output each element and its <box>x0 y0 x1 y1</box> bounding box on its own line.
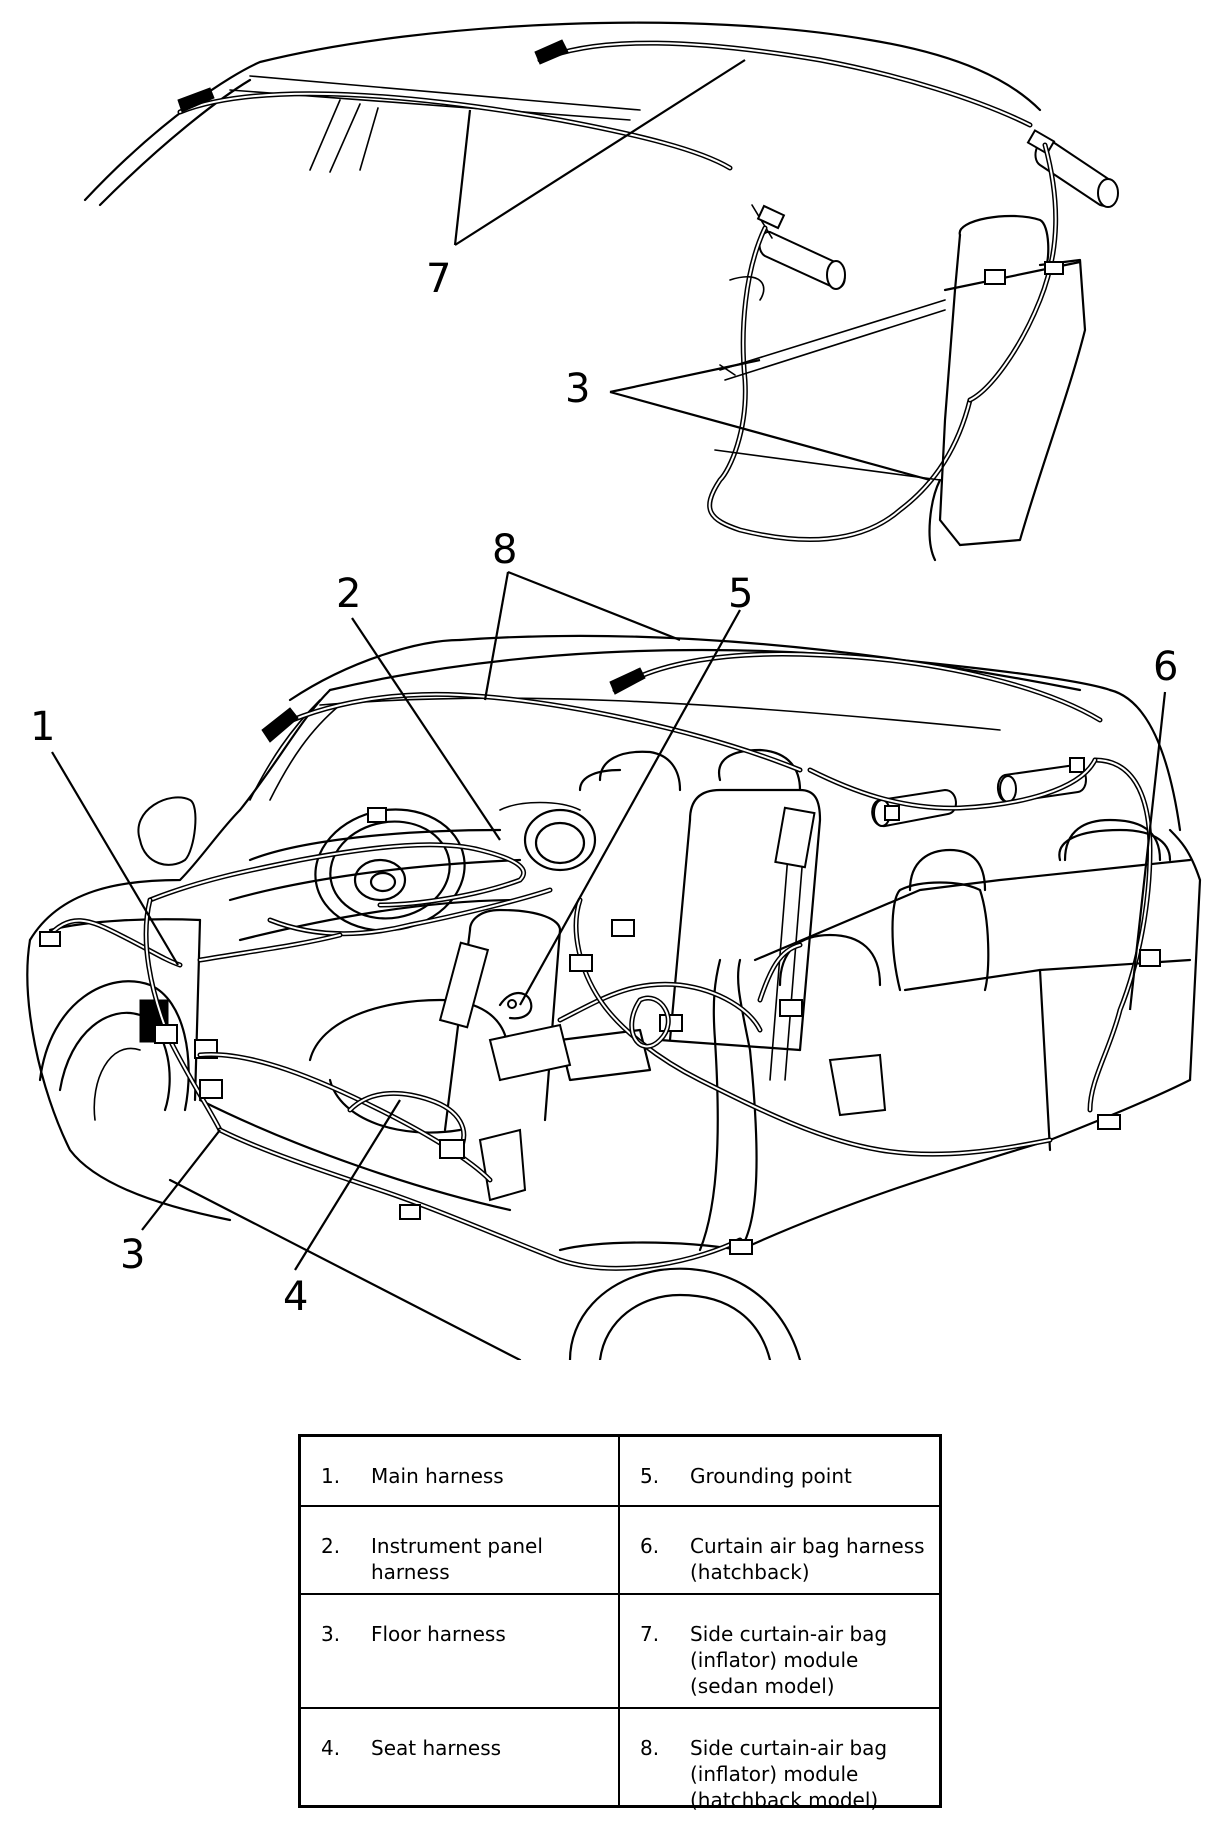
legend-item-6: 6. Curtain air bag harness (hatchback) <box>620 1507 939 1595</box>
legend-number: 7. <box>640 1622 660 1646</box>
leader-3b <box>141 1129 221 1231</box>
leader-8b <box>507 570 681 642</box>
legend-number: 4. <box>321 1736 341 1760</box>
legend-number: 3. <box>321 1622 341 1646</box>
legend-number: 6. <box>640 1534 660 1558</box>
callout-3-bottom: 3 <box>120 1232 145 1278</box>
floor-harness-connector-4 <box>779 999 803 1017</box>
ip-harness-connector <box>367 807 387 823</box>
legend-text: Instrument panel harness <box>371 1534 543 1584</box>
legend-number: 2. <box>321 1534 341 1558</box>
leader-8a <box>483 571 510 701</box>
front-seat-belt-anchor <box>478 1128 527 1202</box>
leader-1 <box>51 751 179 966</box>
floor-harness-connector-1 <box>611 919 635 937</box>
sedan-roof-detail <box>83 21 1119 562</box>
callout-7: 7 <box>426 256 451 302</box>
floor-harness-connector-3 <box>659 1014 683 1032</box>
leader-5 <box>519 609 741 1006</box>
sedan-inflator-front <box>751 204 846 290</box>
callout-1: 1 <box>30 704 55 750</box>
callout-5: 5 <box>728 571 753 617</box>
floor-harness-connector-6 <box>729 1239 753 1255</box>
sdm-module <box>488 1023 572 1082</box>
main-harness-connector-4 <box>199 1079 223 1099</box>
legend-item-8: 8. Side curtain-air bag (inflator) module… <box>620 1709 939 1812</box>
legend-item-7: 7. Side curtain-air bag (inflator) module… <box>620 1595 939 1709</box>
harness-illustration: 7 3 8 2 5 6 1 3 4 <box>26 21 1202 1360</box>
leader-6 <box>1128 691 1167 1011</box>
legend-table: 1. Main harness 5. Grounding point 2. Instr… <box>298 1434 942 1812</box>
rear-wheel <box>558 1241 802 1360</box>
legend-number: 5. <box>640 1464 660 1488</box>
hatchback-inflator-rear <box>997 757 1087 804</box>
legend-item-4: 4. Seat harness <box>301 1709 620 1805</box>
legend-item-5: 5. Grounding point <box>620 1437 939 1507</box>
rear-seat-belt-anchor <box>828 1053 887 1117</box>
callout-6: 6 <box>1153 644 1178 690</box>
legend-item-1: 1. Main harness <box>301 1437 620 1507</box>
floor-harness-connector-5 <box>399 1204 421 1220</box>
wiring-harness-diagram: 7 3 8 2 5 6 1 3 4 <box>26 21 1202 1360</box>
seat-belt-buckle-b-pillar <box>774 806 816 869</box>
leader-3a-2 <box>609 390 931 482</box>
legend-text: Side curtain-air bag (inflator) module (… <box>690 1736 888 1812</box>
legend-text: Seat harness <box>371 1736 502 1760</box>
legend-text: Grounding point <box>690 1464 852 1488</box>
curtain-harness-connector-2 <box>1097 1114 1121 1130</box>
callout-4: 4 <box>283 1274 308 1320</box>
leader-7a <box>453 109 472 246</box>
legend-number: 8. <box>640 1736 660 1760</box>
legend-item-3: 3. Floor harness <box>301 1595 620 1709</box>
leader-3a-1 <box>609 358 761 394</box>
legend-item-2: 2. Instrument panel harness <box>301 1507 620 1595</box>
legend-text: Curtain air bag harness (hatchback) <box>690 1534 925 1584</box>
legend-text: Floor harness <box>371 1622 506 1646</box>
main-harness-connector-2 <box>154 1024 178 1044</box>
main-harness-connector-1 <box>39 931 61 947</box>
leader-7b <box>454 59 746 246</box>
callout-8: 8 <box>492 527 517 573</box>
leader-2 <box>351 617 501 841</box>
callout-3-top: 3 <box>565 366 590 412</box>
callout-2: 2 <box>336 571 361 617</box>
sedan-inflator-rear <box>1026 129 1119 208</box>
leader-4 <box>294 1099 401 1271</box>
seat-harness-connector <box>439 1139 465 1159</box>
legend-text: Side curtain-air bag (inflator) module (… <box>690 1622 888 1698</box>
grounding-point <box>498 992 533 1020</box>
floor-harness-connector-2 <box>569 954 593 972</box>
curtain-harness-connector-1 <box>1139 949 1161 967</box>
legend-number: 1. <box>321 1464 341 1488</box>
hatchback-vehicle <box>26 634 1202 1360</box>
legend-text: Main harness <box>371 1464 504 1488</box>
seat-belt-buckle-front <box>438 941 490 1029</box>
